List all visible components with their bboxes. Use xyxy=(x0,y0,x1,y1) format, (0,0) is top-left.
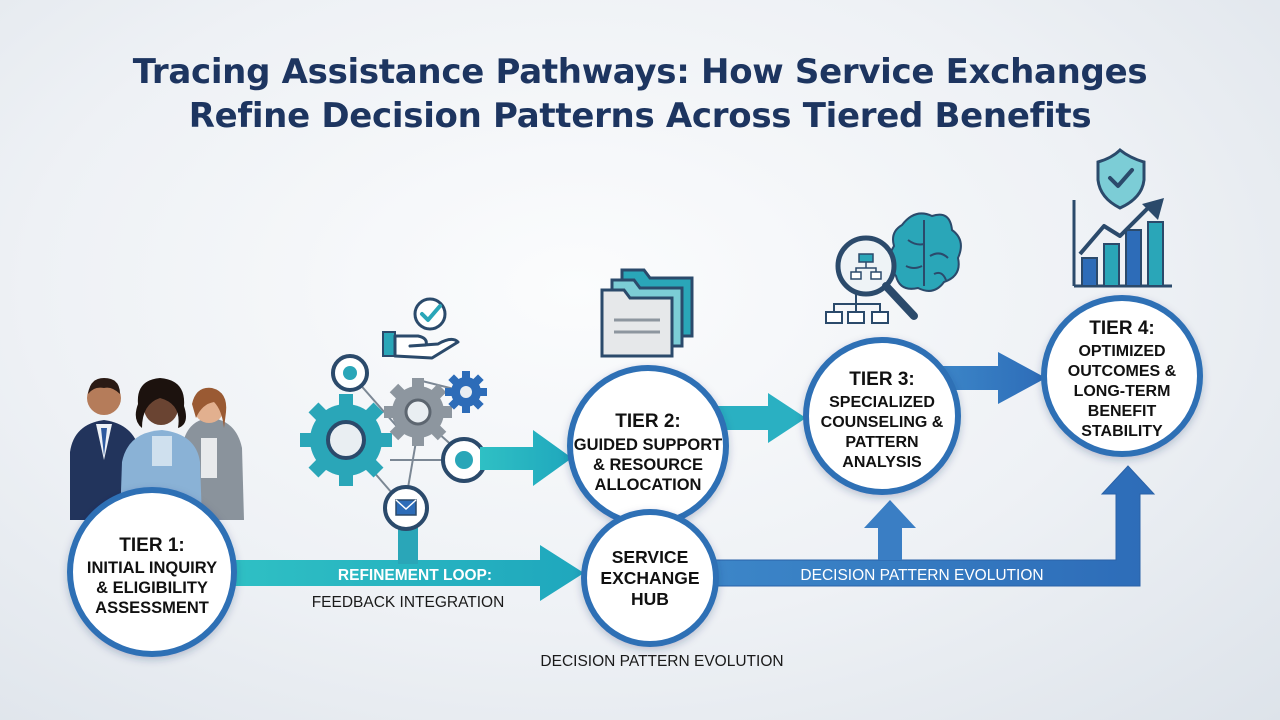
gears-to-tier2-arrow xyxy=(480,430,572,486)
hand-check-icon xyxy=(382,297,460,360)
decision-evolution-arrow-label: DECISION PATTERN EVOLUTION xyxy=(800,567,1043,584)
tier2-line: GUIDED SUPPORT xyxy=(574,436,723,454)
service-exchange-hub-node xyxy=(581,509,719,647)
tier3-line: SPECIALIZED xyxy=(829,394,935,411)
decision-evolution-bottom-label: DECISION PATTERN EVOLUTION xyxy=(540,653,783,670)
title-line-1: Tracing Assistance Pathways: How Service… xyxy=(132,52,1148,92)
hub-line: HUB xyxy=(631,589,669,609)
tier4-node xyxy=(1041,295,1203,457)
tier4-line: STABILITY xyxy=(1081,423,1163,440)
tier2-line: & RESOURCE xyxy=(593,456,703,474)
tier4-heading: TIER 4: xyxy=(1089,318,1154,339)
tier3-heading: TIER 3: xyxy=(849,369,914,390)
decision-evolution-arrow xyxy=(711,465,1156,587)
tier3-line: COUNSELING & xyxy=(821,414,944,431)
tier3-line: ANALYSIS xyxy=(842,454,922,471)
tier1-line: & ELIGIBILITY xyxy=(96,579,208,597)
refinement-loop-label: REFINEMENT LOOP: xyxy=(338,567,492,584)
shield-chart-icon xyxy=(1072,147,1172,288)
tier4-line: OPTIMIZED xyxy=(1078,343,1165,360)
gears-network-icon xyxy=(300,354,487,509)
tier4-line: BENEFIT xyxy=(1088,403,1157,420)
folders-icon xyxy=(600,268,694,358)
tier3-line: PATTERN xyxy=(845,434,918,451)
tier1-line: INITIAL INQUIRY xyxy=(87,559,217,577)
tier3-to-tier4-arrow xyxy=(940,352,1046,404)
envelope-icon xyxy=(383,485,429,531)
tier4-line: LONG-TERM xyxy=(1074,383,1171,400)
feedback-integration-label: FEEDBACK INTEGRATION xyxy=(312,594,505,611)
tier2-line: ALLOCATION xyxy=(595,476,702,494)
tier2-to-tier3-arrow xyxy=(712,393,806,443)
tier1-node xyxy=(67,487,237,657)
brain-magnifier-icon xyxy=(825,212,962,324)
title-line-2: Refine Decision Patterns Across Tiered B… xyxy=(188,96,1092,136)
tier3-node xyxy=(803,337,961,495)
tier1-line: ASSESSMENT xyxy=(95,599,209,617)
hub-line: EXCHANGE xyxy=(600,568,699,588)
tier1-heading: TIER 1: xyxy=(119,535,184,556)
tier2-heading: TIER 2: xyxy=(615,411,680,432)
tier4-line: OUTCOMES & xyxy=(1068,363,1177,380)
hub-line: SERVICE xyxy=(612,547,689,567)
